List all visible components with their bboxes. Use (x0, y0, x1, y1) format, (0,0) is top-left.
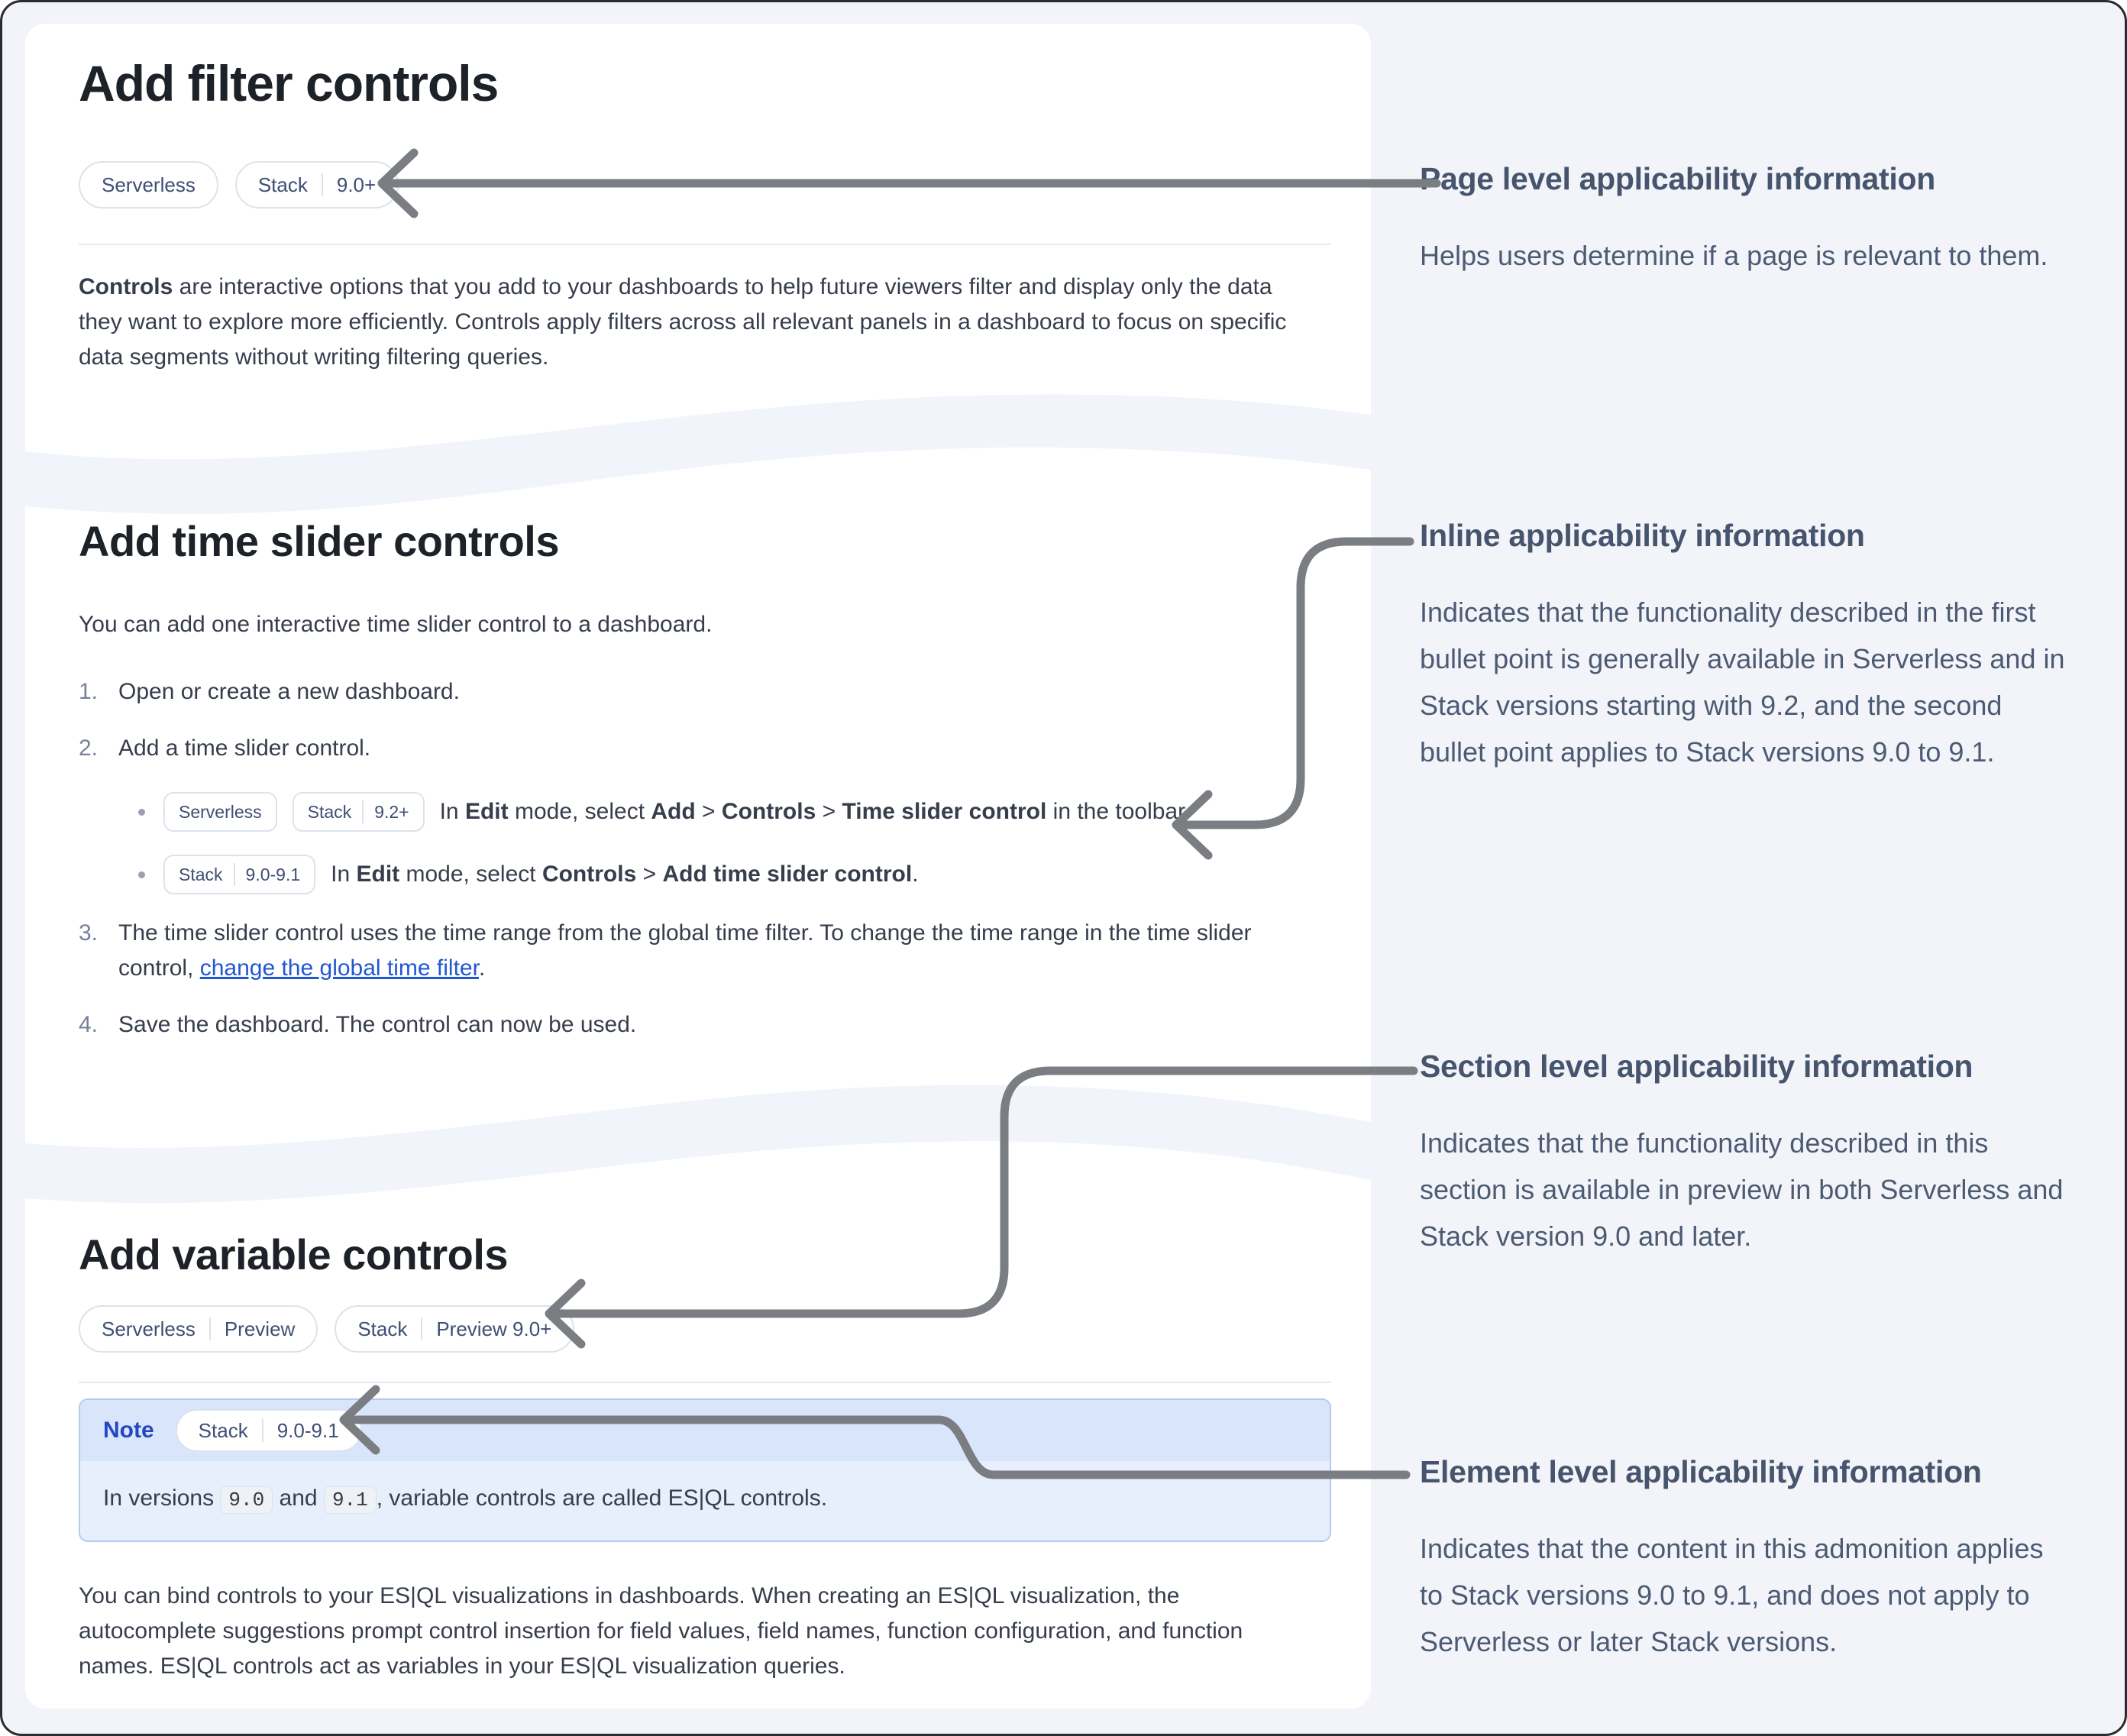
note-admonition: Note Stack 9.0-9.1 In versions 9.0 and 9… (79, 1398, 1331, 1542)
badge-lifecycle-version: Preview 9.0+ (436, 1317, 552, 1340)
annotation-page-level: Page level applicability information Hel… (1420, 159, 2077, 279)
badge-divider (421, 1317, 423, 1340)
badge-label: Stack (257, 173, 308, 196)
badge-version: 9.2+ (374, 802, 409, 822)
badge-version: 9.0-9.1 (276, 1418, 339, 1442)
annotation-body: Indicates that the functionality describ… (1420, 596, 2065, 768)
badge-serverless[interactable]: Serverless (79, 161, 218, 209)
badge-divider (261, 1419, 263, 1442)
section-add-variable-controls: Add variable controls Serverless Preview… (79, 1229, 1331, 1684)
list-item-text: The time slider control uses the time ra… (118, 920, 1252, 981)
list-item-text: Save the dashboard. The control can now … (118, 1012, 637, 1037)
section-paragraph: You can bind controls to your ES|QL visu… (79, 1583, 1243, 1679)
section-title: Add variable controls (79, 1230, 509, 1279)
list-number: 4. (79, 1012, 99, 1037)
badge-divider (233, 863, 235, 886)
badge-label: Stack (307, 802, 352, 822)
badge-serverless-preview[interactable]: Serverless Preview (79, 1305, 318, 1353)
badge-label: Serverless (102, 173, 196, 196)
list-number: 2. (79, 735, 99, 761)
badge-serverless[interactable]: Serverless (163, 792, 277, 832)
badge-stack-version[interactable]: Stack 9.0+ (234, 161, 399, 209)
section-divider (79, 244, 1331, 245)
bullet-dot-icon (138, 871, 145, 878)
page-title: Add filter controls (79, 55, 499, 112)
badge-divider (362, 800, 364, 823)
note-header: Note Stack 9.0-9.1 (80, 1400, 1330, 1461)
annotation-title: Page level applicability information (1420, 161, 1935, 196)
annotation-title: Element level applicability information (1420, 1454, 1982, 1489)
badge-lifecycle: Preview (224, 1317, 296, 1340)
badge-version: 9.0+ (336, 173, 377, 196)
list-item: 4. Save the dashboard. The control can n… (79, 1007, 1331, 1043)
list-item-text: Add a time slider control. (118, 735, 371, 761)
bullet-item: Serverless Stack 9.2+ In Edit mode, sele… (138, 792, 1295, 832)
badge-label: Serverless (102, 1317, 196, 1340)
list-item: 1. Open or create a new dashboard. (79, 674, 1331, 710)
list-number: 3. (79, 920, 99, 946)
annotation-title: Section level applicability information (1420, 1049, 1973, 1084)
inline-code: 9.0 (220, 1486, 273, 1514)
inline-code: 9.1 (323, 1486, 377, 1514)
section-add-filter-controls: Add filter controls Serverless Stack 9.0… (79, 51, 1331, 375)
section-intro: You can add one interactive time slider … (79, 612, 713, 637)
note-label: Note (103, 1418, 154, 1443)
badge-stack-version[interactable]: Stack 9.2+ (292, 792, 425, 832)
list-number: 1. (79, 679, 99, 704)
inline-link[interactable]: change the global time filter (199, 955, 479, 981)
section-add-time-slider-controls: Add time slider controls You can add one… (79, 516, 1331, 1043)
badge-stack-version[interactable]: Stack 9.0-9.1 (163, 855, 316, 894)
bullet-item: Stack 9.0-9.1 In Edit mode, select Contr… (138, 855, 1295, 894)
badge-label: Stack (198, 1418, 248, 1442)
bullet-text: In Edit mode, select Add > Controls > Ti… (439, 799, 1191, 824)
annotation-body: Helps users determine if a page is relev… (1420, 240, 2048, 271)
badge-stack-version[interactable]: Stack 9.0-9.1 (175, 1409, 362, 1452)
badge-version: 9.0-9.1 (245, 865, 301, 884)
list-item-text: Open or create a new dashboard. (118, 679, 460, 704)
badge-divider (321, 173, 323, 196)
section-title: Add time slider controls (79, 517, 560, 565)
annotation-element-level: Element level applicability information … (1420, 1452, 2077, 1665)
annotation-title: Inline applicability information (1420, 518, 1865, 553)
bullet-text: In Edit mode, select Controls > Add time… (331, 862, 919, 887)
badge-label: Stack (357, 1317, 408, 1340)
list-item: 2. Add a time slider control. Serverless… (79, 731, 1331, 894)
section-divider (79, 1382, 1331, 1383)
badge-stack-preview-version[interactable]: Stack Preview 9.0+ (335, 1305, 575, 1353)
note-body: In versions 9.0 and 9.1, variable contro… (80, 1461, 1330, 1540)
annotation-inline-level: Inline applicability information Indicat… (1420, 516, 2077, 775)
page-applicability-badges: Serverless Stack 9.0+ (79, 161, 1331, 209)
section-applicability-badges: Serverless Preview Stack Preview 9.0+ (79, 1305, 1331, 1353)
intro-paragraph: Controls are interactive options that yo… (79, 274, 1287, 370)
annotation-body: Indicates that the content in this admon… (1420, 1533, 2044, 1657)
badge-divider (208, 1317, 211, 1340)
annotation-section-level: Section level applicability information … (1420, 1046, 2077, 1259)
badge-label: Serverless (179, 802, 262, 822)
bullet-dot-icon (138, 808, 145, 816)
list-item: 3. The time slider control uses the time… (79, 916, 1331, 986)
badge-label: Stack (179, 865, 223, 884)
annotation-body: Indicates that the functionality describ… (1420, 1127, 2064, 1252)
